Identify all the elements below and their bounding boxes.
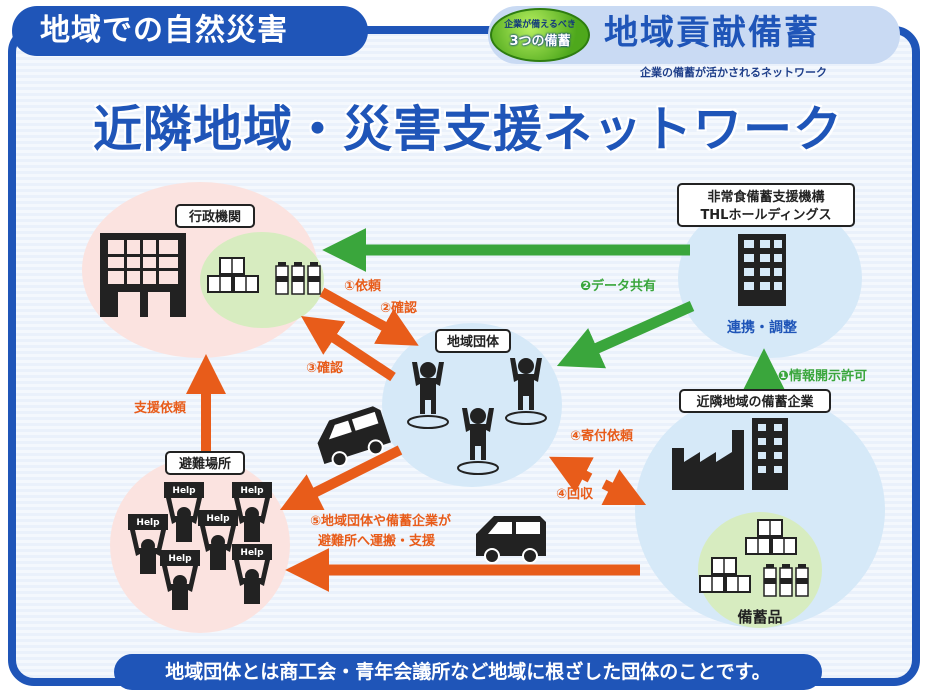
van-icon bbox=[475, 515, 547, 564]
label-support-request: 支援依頼 bbox=[133, 400, 187, 416]
help-sign: Help bbox=[240, 548, 264, 558]
brand-title: 地域貢献備蓄 bbox=[604, 13, 820, 53]
label-donate-request: ④寄付依頼 bbox=[570, 428, 634, 444]
main-title: 近隣地域・災害支援ネットワーク bbox=[92, 101, 843, 158]
label-collect: ④回収 bbox=[556, 487, 594, 502]
badge-top-text: 企業が備えるべき bbox=[504, 20, 576, 30]
gov-building-icon bbox=[100, 233, 186, 317]
thl-building-icon bbox=[738, 234, 786, 306]
three-stocks-badge: 企業が備えるべき 3つの備蓄 bbox=[490, 8, 590, 62]
label-transport-line1: ⑤地域団体や備蓄企業が bbox=[310, 513, 451, 529]
brand-subtitle: 企業の備蓄が活かされるネットワーク bbox=[640, 66, 827, 79]
gov-label: 行政機関 bbox=[188, 209, 241, 225]
community-label-box bbox=[435, 329, 511, 353]
arrow-request bbox=[319, 287, 419, 346]
thl-label-line1: 非常食備蓄支援機構 bbox=[707, 189, 824, 205]
arrow-donate-request bbox=[549, 456, 594, 493]
gov-stock-circle bbox=[200, 232, 324, 328]
arrow-thl-to-community bbox=[556, 300, 695, 369]
thl-label-line2: THLホールディングス bbox=[700, 207, 831, 223]
help-sign: Help bbox=[168, 554, 192, 564]
label-confirm3: ③確認 bbox=[306, 360, 343, 376]
community-people-icon bbox=[407, 358, 547, 475]
help-sign: Help bbox=[240, 486, 264, 496]
company-label: 近隣地域の備蓄企業 bbox=[696, 394, 814, 410]
label-data-share: ❷データ共有 bbox=[580, 278, 656, 294]
footer-note: 地域団体とは商工会・青年会議所など地域に根ざした団体のことです。 bbox=[114, 654, 822, 690]
thl-label-box bbox=[677, 183, 855, 227]
shelter-label: 避難場所 bbox=[179, 456, 231, 472]
help-sign: Help bbox=[172, 486, 196, 496]
company-circle bbox=[635, 392, 885, 628]
arrow-confirm bbox=[300, 316, 396, 382]
thl-role: 連携・調整 bbox=[727, 319, 798, 336]
help-sign: Help bbox=[136, 518, 160, 528]
label-transport-line2: 避難所へ運搬・支援 bbox=[318, 533, 436, 549]
gov-label-box bbox=[175, 204, 255, 228]
company-stock-label: 備蓄品 bbox=[737, 608, 782, 626]
factory-icon bbox=[672, 418, 788, 490]
arrow-community-to-shelter bbox=[279, 445, 403, 511]
community-label: 地域団体 bbox=[447, 334, 500, 350]
shelter-label-box bbox=[165, 451, 245, 475]
arrow-collect bbox=[601, 469, 647, 506]
label-confirm2: ②確認 bbox=[380, 300, 417, 316]
help-sign: Help bbox=[206, 514, 230, 524]
badge-main-text: 3つの備蓄 bbox=[509, 34, 571, 49]
label-info-open: ❶情報開示許可 bbox=[778, 368, 867, 384]
label-request: ①依頼 bbox=[344, 278, 382, 294]
header-tag: 地域での自然災害 bbox=[12, 6, 368, 56]
company-label-box bbox=[679, 389, 831, 413]
